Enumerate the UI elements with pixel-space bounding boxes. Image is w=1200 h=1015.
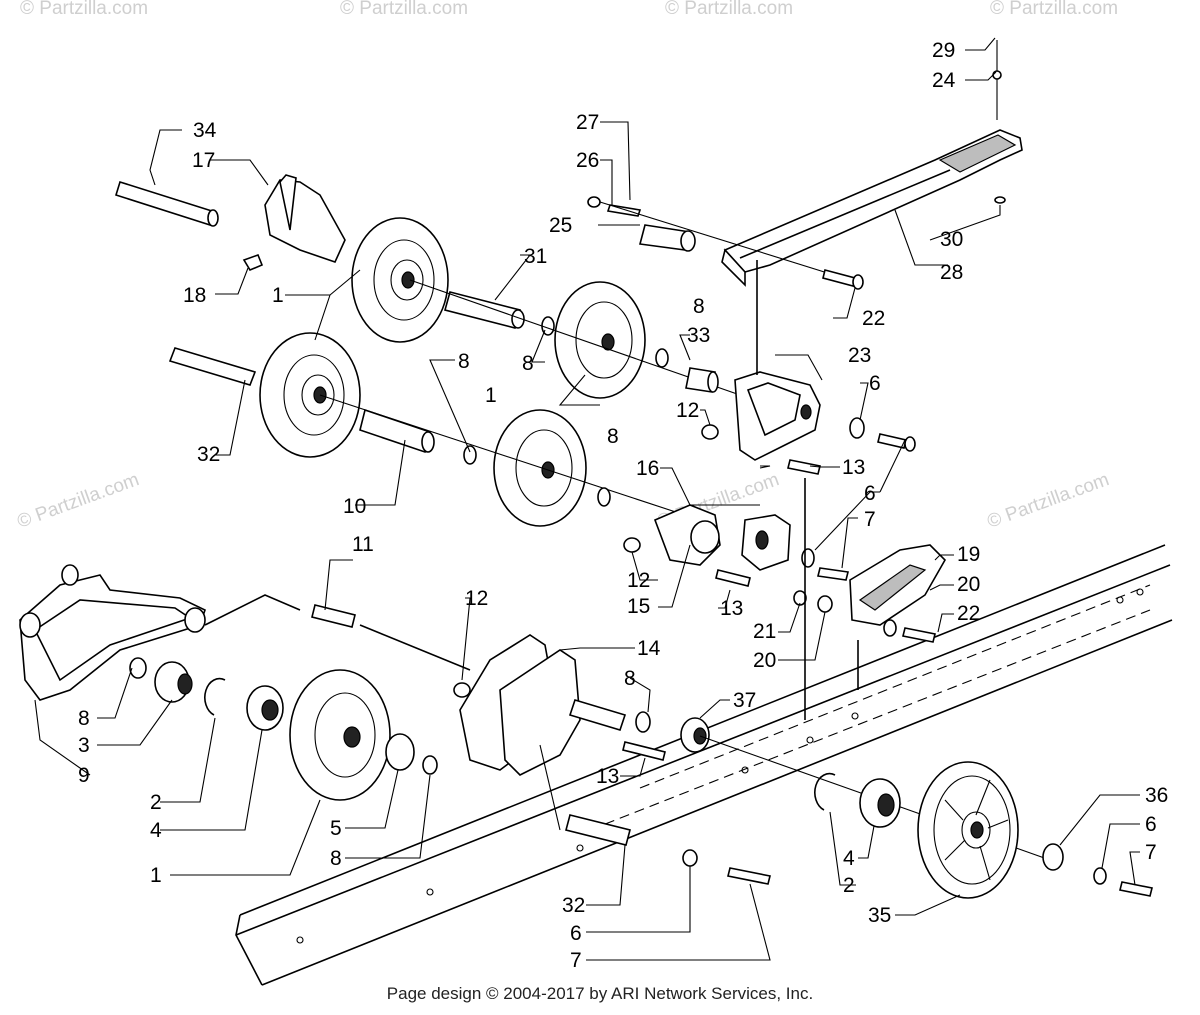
- callout-26: 26: [576, 149, 599, 172]
- callout-32: 32: [562, 894, 585, 917]
- watermark: © Partzilla.com: [15, 469, 142, 533]
- callout-15: 15: [627, 595, 650, 618]
- callout-6: 6: [570, 922, 582, 945]
- callout-8: 8: [624, 667, 636, 690]
- callout-1: 1: [150, 864, 162, 887]
- callout-20: 20: [753, 649, 776, 672]
- callout-33: 33: [687, 324, 710, 347]
- callout-13: 13: [596, 765, 619, 788]
- watermark: © Partzilla.com: [20, 0, 148, 19]
- callout-7: 7: [1145, 841, 1157, 864]
- callout-23: 23: [848, 344, 871, 367]
- callout-22: 22: [862, 307, 885, 330]
- callout-7: 7: [864, 508, 876, 531]
- callout-1: 1: [272, 284, 284, 307]
- idler-wheel-assembly: [814, 761, 1153, 899]
- callout-6: 6: [869, 372, 881, 395]
- callout-25: 25: [549, 214, 572, 237]
- callout-17: 17: [192, 149, 215, 172]
- callout-30: 30: [940, 228, 963, 251]
- callout-4: 4: [150, 819, 162, 842]
- leader-lines: [34, 37, 1140, 961]
- callout-2: 2: [843, 874, 855, 897]
- callout-19: 19: [957, 543, 980, 566]
- callout-8: 8: [330, 847, 342, 870]
- torque-arm: [587, 40, 1023, 290]
- callout-11: 11: [352, 533, 374, 556]
- callout-3: 3: [78, 734, 90, 757]
- callout-2: 2: [150, 791, 162, 814]
- watermark: © Partzilla.com: [665, 0, 793, 19]
- callout-7: 7: [570, 949, 582, 972]
- callout-9: 9: [78, 764, 90, 787]
- rear-arm-assembly: [19, 564, 471, 801]
- pivot-brackets: [623, 260, 916, 587]
- callout-28: 28: [940, 261, 963, 284]
- callout-labels: 34 17 18 1 31 8 8 1 32 10 27 26 25 29 24…: [78, 39, 1168, 972]
- callout-12: 12: [627, 569, 650, 592]
- callout-32: 32: [197, 443, 220, 466]
- callout-13: 13: [720, 597, 743, 620]
- watermark: © Partzilla.com: [990, 0, 1118, 19]
- callout-36: 36: [1145, 784, 1168, 807]
- callout-14: 14: [637, 637, 661, 660]
- callout-8: 8: [522, 352, 534, 375]
- callout-4: 4: [843, 847, 855, 870]
- callout-22: 22: [957, 602, 980, 625]
- callout-8: 8: [458, 350, 470, 373]
- callout-29: 29: [932, 39, 955, 62]
- callout-21: 21: [753, 620, 776, 643]
- center-plate: [453, 634, 1051, 885]
- footer-copyright: Page design © 2004-2017 by ARI Network S…: [386, 984, 814, 1003]
- callout-12: 12: [676, 399, 699, 422]
- callout-12: 12: [465, 587, 488, 610]
- callout-34: 34: [193, 119, 217, 142]
- callout-35: 35: [868, 904, 891, 927]
- limiter-bracket: [793, 478, 946, 720]
- callout-8: 8: [78, 707, 90, 730]
- callout-6: 6: [1145, 813, 1157, 836]
- callout-5: 5: [330, 817, 342, 840]
- callout-1: 1: [485, 384, 497, 407]
- callout-37: 37: [733, 689, 756, 712]
- callout-18: 18: [183, 284, 206, 307]
- callout-8: 8: [607, 425, 619, 448]
- watermark: © Partzilla.com: [985, 469, 1112, 533]
- callout-24: 24: [932, 69, 956, 92]
- callout-6: 6: [864, 482, 876, 505]
- callout-31: 31: [524, 245, 547, 268]
- middle-shaft-assembly: [168, 332, 701, 527]
- upper-shaft-assembly: [115, 174, 741, 399]
- callout-13: 13: [842, 456, 865, 479]
- watermark: © Partzilla.com: [340, 0, 468, 19]
- callout-16: 16: [636, 457, 659, 480]
- callout-20: 20: [957, 573, 980, 596]
- callout-27: 27: [576, 111, 599, 134]
- callout-10: 10: [343, 495, 366, 518]
- callout-8: 8: [693, 295, 705, 318]
